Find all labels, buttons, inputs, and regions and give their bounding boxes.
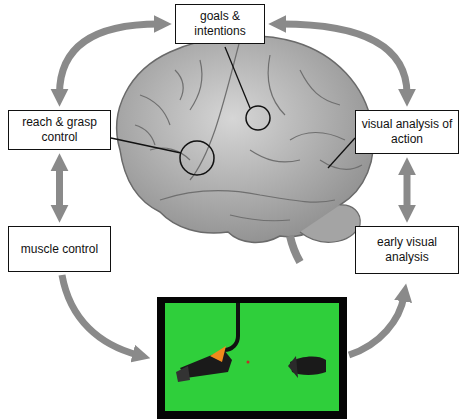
cycle-arrow (404, 170, 411, 210)
box-label: visual analysis of action (356, 117, 458, 147)
box-label: reach & grasp control (9, 115, 110, 145)
box-label: early visual analysis (356, 235, 458, 265)
cycle-arrow (62, 275, 138, 355)
cycle-arrow (349, 296, 404, 355)
process-box: reach & grasp control (8, 110, 111, 150)
goal-box: goals & intentions (175, 4, 265, 44)
cycle-arrow (281, 24, 407, 94)
box-label: muscle control (21, 242, 98, 257)
video-frame (157, 297, 347, 419)
process-box: muscle control (8, 226, 111, 272)
process-box: visual analysis of action (355, 110, 459, 154)
process-box: early visual analysis (355, 226, 459, 274)
box-label: goals & intentions (176, 9, 264, 39)
cycle-arrow (56, 166, 63, 210)
brain (111, 36, 373, 262)
cycle-arrow (60, 24, 160, 94)
